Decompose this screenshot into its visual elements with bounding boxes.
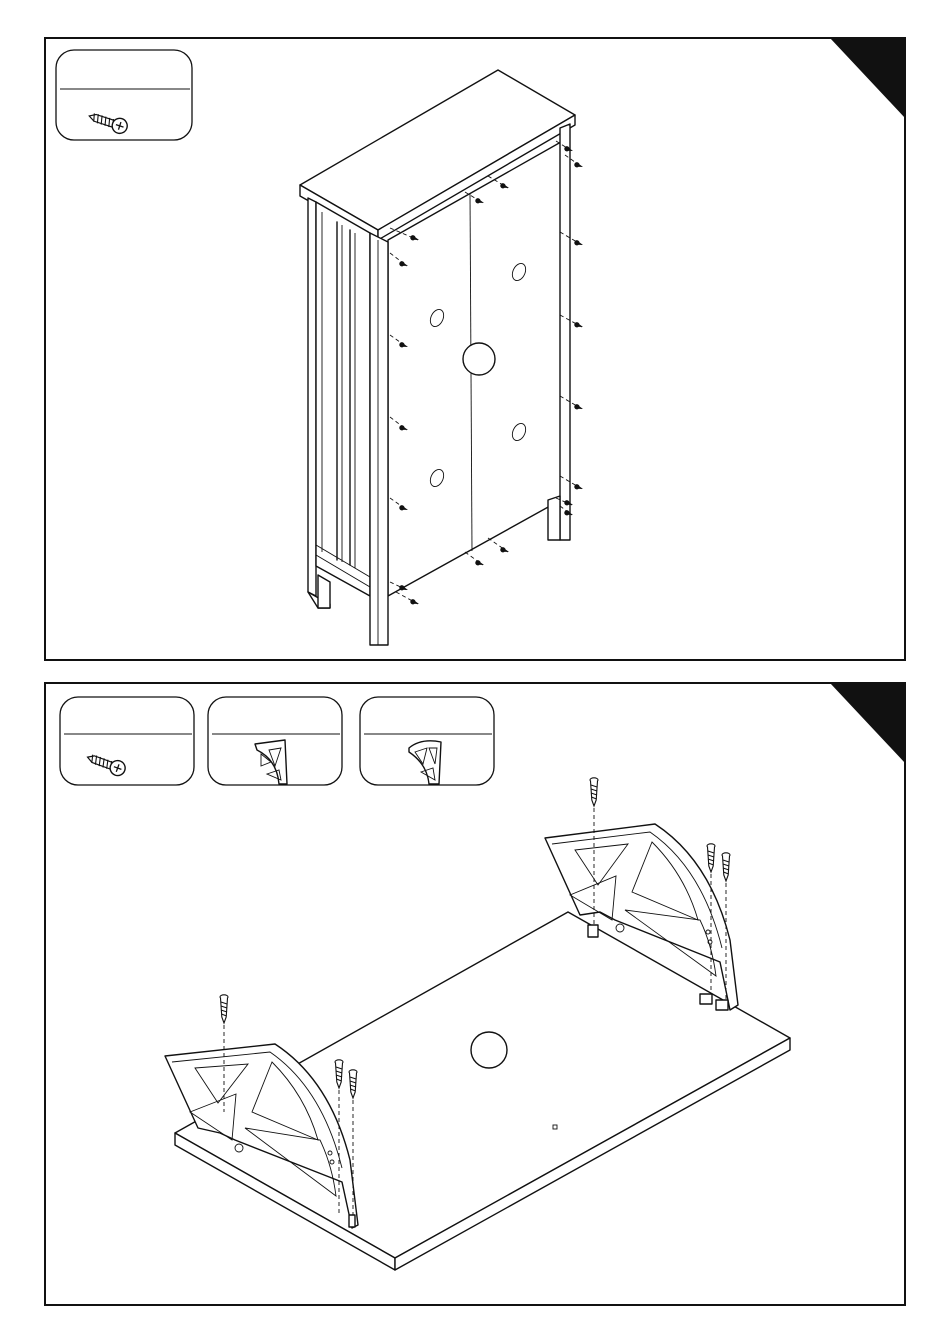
front-right-post <box>370 233 388 645</box>
step-2-hardware-box-right-lift <box>360 697 494 785</box>
step-2-hardware-box-screw <box>60 697 194 785</box>
step-1-panel <box>45 38 905 660</box>
step-1-hardware-box <box>56 50 192 140</box>
step-2-hardware-box-left-lift <box>208 697 342 785</box>
cable-hole <box>471 1032 507 1068</box>
back-right-leg <box>548 496 560 540</box>
cabinet-drawing <box>300 70 575 645</box>
front-left-leg <box>318 575 330 608</box>
step-2-panel <box>45 683 905 1305</box>
step-2-corner-tab <box>830 683 905 763</box>
left-side-panel <box>316 202 370 596</box>
cable-hole <box>463 343 495 375</box>
step-1-corner-tab <box>830 38 905 118</box>
back-right-post <box>560 124 570 540</box>
